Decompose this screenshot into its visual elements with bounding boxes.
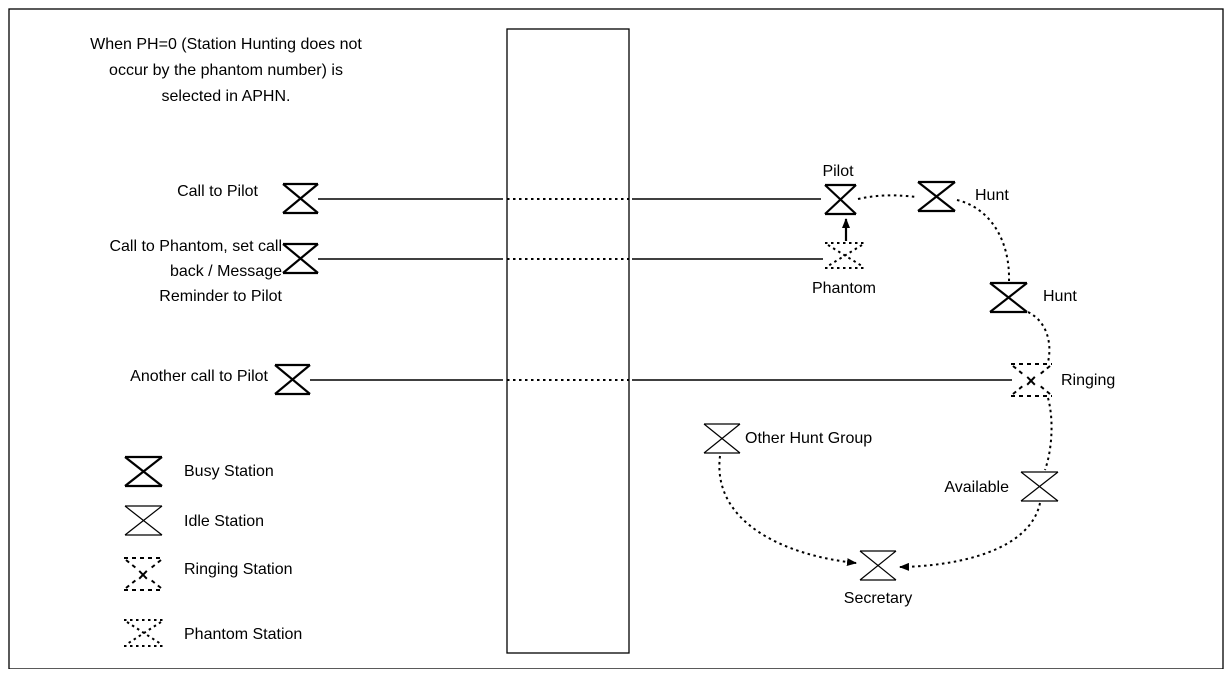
hunt-path-other-group-to-secretary [718,455,857,567]
caller-3-busy-station-icon [274,363,311,396]
other-hunt-group-label: Other Hunt Group [745,430,872,447]
ringing-station-icon: × [1011,363,1052,397]
secretary-idle-station-icon [859,550,897,581]
available-label: Available [944,479,1009,496]
hunt-path-pilot-to-hunt1 [857,194,917,200]
phantom-label: Phantom [812,280,876,297]
ringing-x-glyph: × [1026,371,1037,391]
legend-ringing-icon: × [124,557,163,591]
legend-phantom-label: Phantom Station [184,626,302,643]
legend: Busy Station Idle Station × Ringing Stat… [124,455,302,647]
available-idle-station-icon [1020,471,1059,502]
ringing-label: Ringing [1061,372,1115,389]
switch-block [506,28,630,654]
caller-2-busy-station-icon [282,242,319,275]
secretary-label: Secretary [844,590,912,607]
legend-busy-icon [124,455,163,488]
hunt-1-busy-station-icon [917,180,956,213]
note-line-1: When PH=0 (Station Hunting does not [90,36,362,53]
hunt-path-ringing-to-available [1044,397,1053,471]
note-line-2: occur by the phantom number) is [109,62,343,79]
other-hunt-group-idle-station-icon [703,423,741,454]
legend-busy-label: Busy Station [184,463,274,480]
caller-1-busy-station-icon [282,182,319,215]
hunt-2-label: Hunt [1043,288,1077,305]
pilot-label: Pilot [822,163,854,180]
hunt-path-hunt1-to-hunt2 [956,199,1011,282]
hunt-2-busy-station-icon [989,281,1028,314]
legend-phantom-icon [124,619,164,647]
pilot-busy-station-icon [824,183,857,216]
phantom-station-icon [825,242,865,269]
legend-ringing-x-glyph: × [138,565,149,585]
legend-ringing-label: Ringing Station [184,561,293,578]
legend-idle-label: Idle Station [184,513,264,530]
call-to-phantom-label-2: back / Message [170,263,282,280]
legend-idle-icon [124,505,163,536]
another-call-label: Another call to Pilot [130,368,268,385]
note-line-3: selected in APHN. [162,88,291,105]
hunt-1-label: Hunt [975,187,1009,204]
call-to-phantom-label-3: Reminder to Pilot [159,288,282,305]
call-to-phantom-label-1: Call to Phantom, set call [109,238,282,255]
call-to-pilot-label: Call to Pilot [177,183,258,200]
hunt-path-available-to-secretary [899,502,1041,571]
note-text: When PH=0 (Station Hunting does not occu… [90,36,362,105]
hunt-path-hunt2-to-ringing [1027,311,1051,363]
